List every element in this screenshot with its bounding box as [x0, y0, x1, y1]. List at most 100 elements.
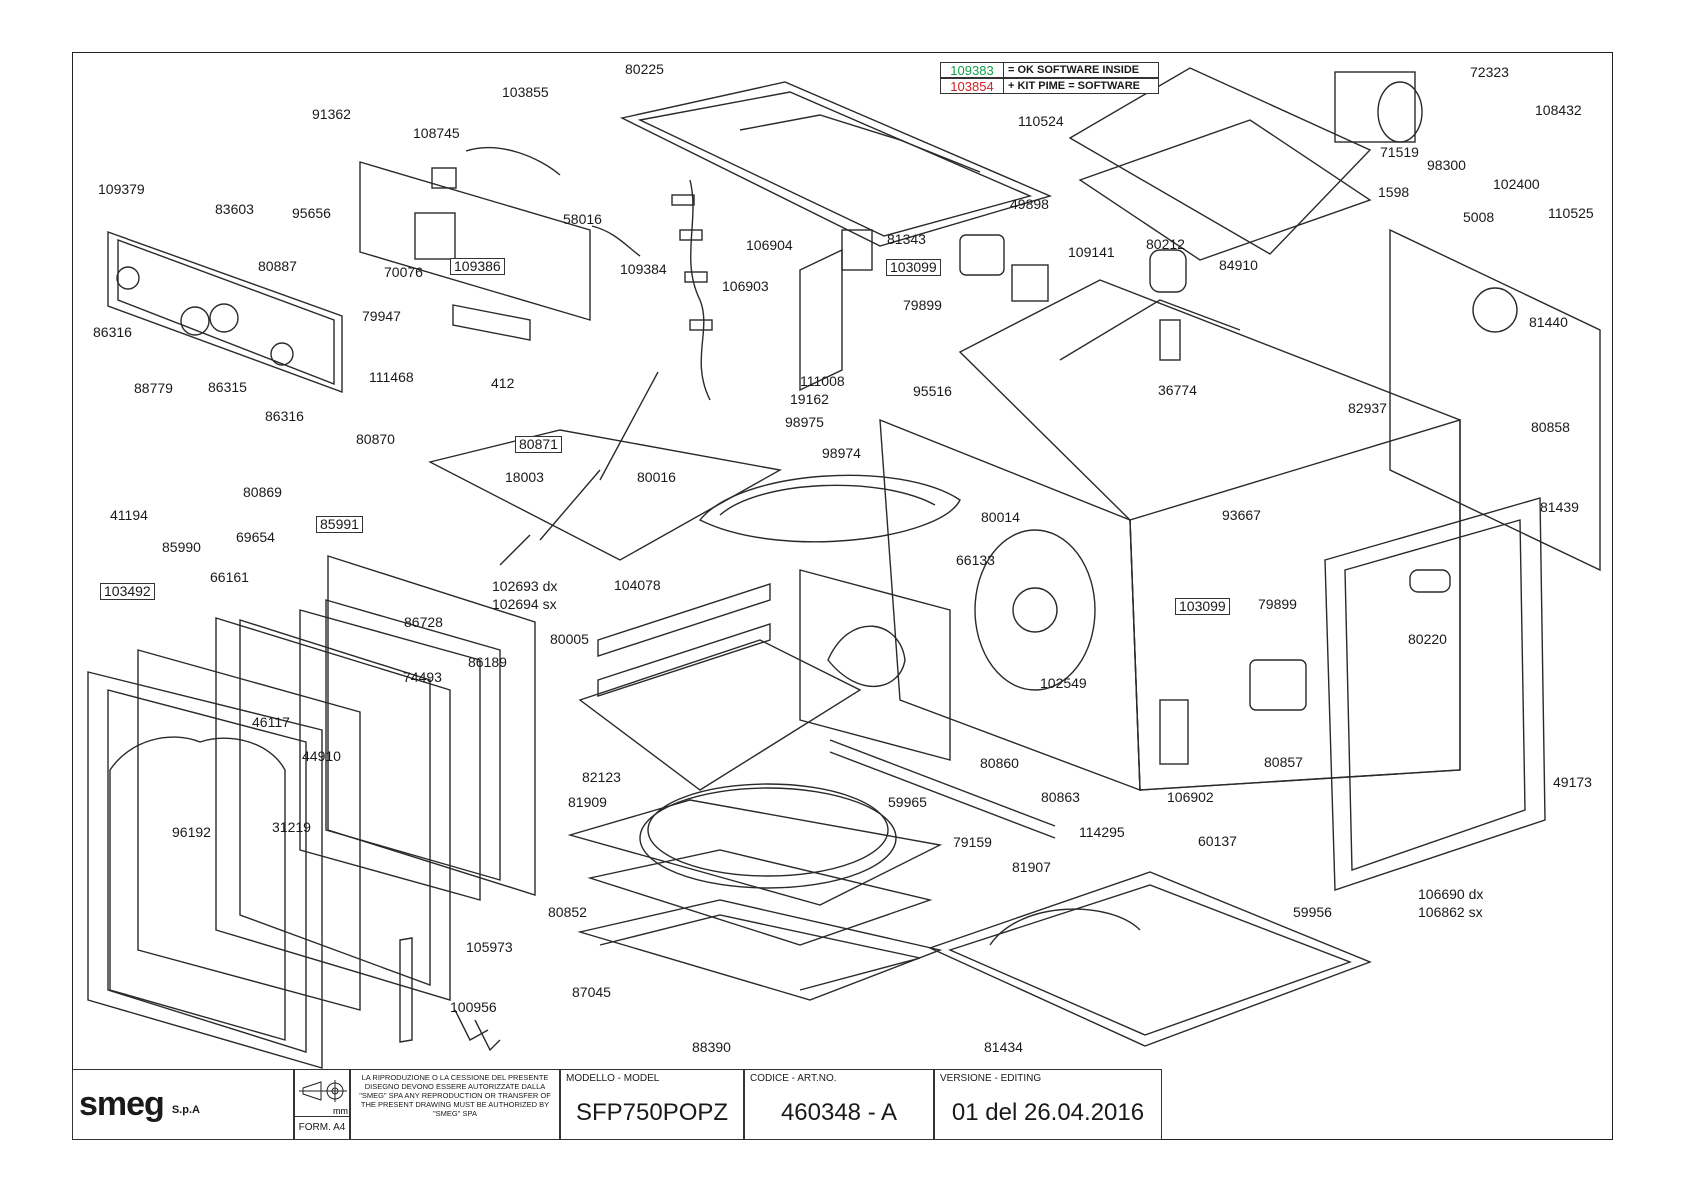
part-number-label: 69654 [236, 529, 275, 545]
part-number-label: 70076 [384, 264, 423, 280]
article-code-field: CODICE - ART.NO. 460348 - A [744, 1069, 934, 1140]
part-number-label: 106690 dx [1418, 886, 1484, 902]
part-number-label: 85991 [316, 516, 363, 533]
part-number-label: 102400 [1493, 176, 1540, 192]
part-number-label: 19162 [790, 391, 829, 407]
top-electronics-drawing [1068, 67, 1423, 261]
part-number-label: 108432 [1535, 102, 1582, 118]
part-number-label: 44910 [302, 748, 341, 764]
part-number-label: 106903 [722, 278, 769, 294]
part-number-label: 111468 [369, 369, 414, 385]
part-number-label: 80863 [1041, 789, 1080, 805]
part-number-label: 41194 [110, 507, 148, 523]
part-number-label: 103492 [100, 583, 155, 600]
part-number-label: 79899 [1258, 596, 1297, 612]
part-number-label: 80869 [243, 484, 282, 500]
part-number-label: 104078 [614, 577, 661, 593]
brand-logo: smeg [79, 1085, 165, 1123]
part-number-label: 1598 [1378, 184, 1410, 200]
model-label: MODELLO - MODEL [566, 1073, 660, 1084]
legend-text: = OK SOFTWARE INSIDE [1004, 62, 1159, 78]
part-number-label: 5008 [1463, 209, 1495, 225]
part-number-label: 82123 [582, 769, 621, 785]
part-number-label: 412 [491, 375, 515, 391]
model-field: MODELLO - MODEL SFP750POPZ [560, 1069, 744, 1140]
copyright-notice: LA RIPRODUZIONE O LA CESSIONE DEL PRESEN… [350, 1069, 560, 1140]
part-number-label: 110525 [1548, 205, 1594, 221]
pizza-stone-drawing [567, 639, 943, 1001]
part-number-label: 80857 [1264, 754, 1303, 770]
part-number-label: 109384 [620, 261, 667, 277]
part-number-label: 81907 [1012, 859, 1051, 875]
part-number-label: 88390 [692, 1039, 731, 1055]
part-number-label: 80870 [356, 431, 395, 447]
part-number-label: 71519 [1380, 144, 1419, 160]
part-number-label: 102549 [1040, 675, 1087, 691]
part-number-label: 81440 [1529, 314, 1568, 330]
part-number-label: 81434 [984, 1039, 1023, 1055]
legend-row: 109383 = OK SOFTWARE INSIDE [940, 62, 1159, 78]
title-block: smeg S.p.A mm FORM. A4 LA RIPRODUZIONE O… [72, 1069, 1162, 1140]
part-number-label: 80887 [258, 258, 297, 274]
door-glass-drawing [87, 555, 536, 1069]
part-number-label: 86315 [208, 379, 247, 395]
part-number-label: 59956 [1293, 904, 1332, 920]
version-label: VERSIONE - EDITING [940, 1073, 1042, 1084]
fan-cover-drawing [974, 529, 1096, 691]
part-number-label: 103855 [502, 84, 549, 100]
form-size-label: FORM. A4 [295, 1116, 349, 1139]
part-number-label: 109141 [1068, 244, 1115, 260]
logo-cell: smeg S.p.A [72, 1069, 294, 1140]
part-number-label: 108745 [413, 125, 460, 141]
part-number-label: 93667 [1222, 507, 1261, 523]
part-number-label: 82937 [1348, 400, 1387, 416]
part-number-label: 79947 [362, 308, 401, 324]
part-number-label: 102694 sx [492, 596, 557, 612]
wiring-harness-drawing [671, 179, 713, 401]
part-number-label: 81343 [887, 231, 926, 247]
part-number-label: 46117 [252, 714, 290, 730]
part-number-label: 58016 [563, 211, 602, 227]
unit-label: mm [333, 1106, 348, 1116]
part-number-label: 79899 [903, 297, 942, 313]
part-number-label: 86316 [93, 324, 132, 340]
part-number-label: 85990 [162, 539, 201, 555]
part-number-label: 105973 [466, 939, 513, 955]
right-component-group-drawing [1159, 659, 1307, 765]
part-number-label: 80005 [550, 631, 589, 647]
legend-text: + KIT PIME = SOFTWARE [1004, 78, 1159, 94]
part-number-label: 80014 [981, 509, 1020, 525]
part-number-label: 91362 [312, 106, 351, 122]
part-number-label: 86728 [404, 614, 443, 630]
part-number-label: 86316 [265, 408, 304, 424]
part-number-label: 80852 [548, 904, 587, 920]
part-number-label: 95516 [913, 383, 952, 399]
part-number-label: 31219 [272, 819, 311, 835]
part-number-label: 80860 [980, 755, 1019, 771]
part-number-label: 98974 [822, 445, 861, 461]
bracket-drawing [799, 229, 1049, 392]
part-number-label: 81439 [1540, 499, 1579, 515]
part-number-label: 84910 [1219, 257, 1258, 273]
part-number-label: 80858 [1531, 419, 1570, 435]
part-number-label: 103099 [1175, 598, 1230, 615]
side-rails-drawing [597, 583, 1056, 839]
version-field: VERSIONE - EDITING 01 del 26.04.2016 [934, 1069, 1162, 1140]
legend-code: 109383 [940, 62, 1004, 78]
control-panel-drawing [107, 146, 641, 394]
part-number-label: 103099 [886, 259, 941, 276]
projection-symbol-icon: mm [299, 1080, 348, 1116]
part-number-label: 74493 [403, 669, 442, 685]
part-number-label: 80016 [637, 469, 676, 485]
part-number-label: 86189 [468, 654, 507, 670]
part-number-label: 80225 [625, 61, 664, 77]
part-number-label: 110524 [1018, 113, 1064, 129]
article-code-label: CODICE - ART.NO. [750, 1073, 837, 1084]
part-number-label: 106902 [1167, 789, 1214, 805]
part-number-label: 98300 [1427, 157, 1466, 173]
top-cover-drawing [619, 81, 1053, 247]
legend-code: 103854 [940, 78, 1004, 94]
part-number-label: 79159 [953, 834, 992, 850]
